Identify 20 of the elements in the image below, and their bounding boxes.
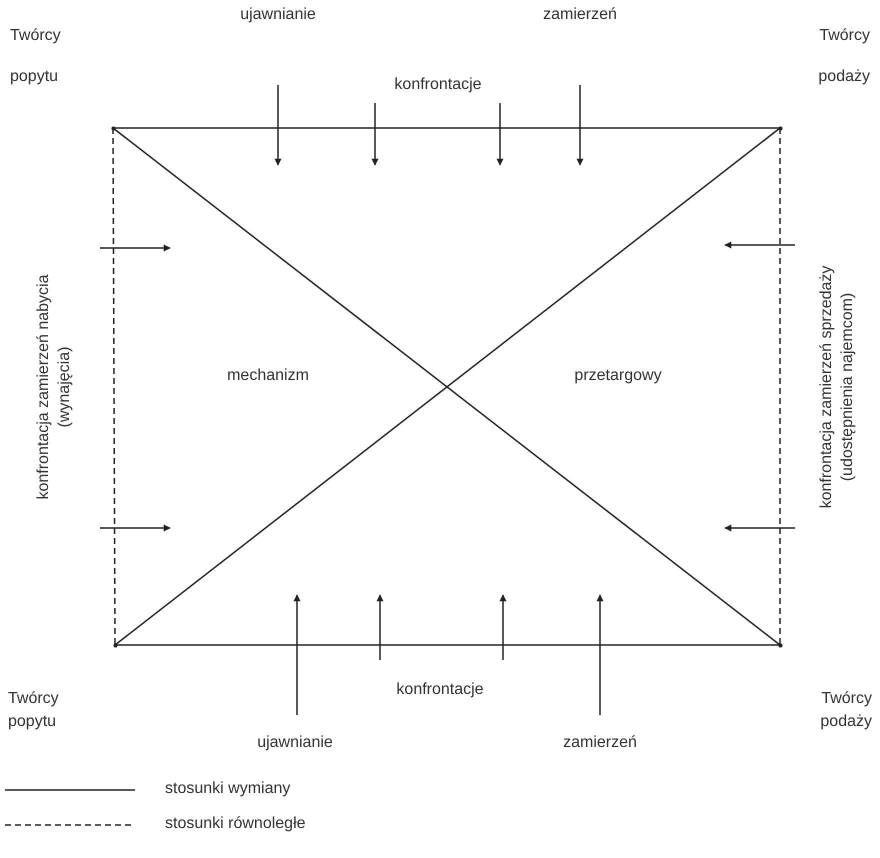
side-label: konfrontacja zamierzeń sprzedaży (udostępnienia najemcom) (817, 264, 857, 510)
process-label: konfrontacje (394, 75, 482, 95)
process-label: zamierzeń (563, 733, 637, 753)
process-label: ujawnianie (257, 733, 333, 753)
center-label: przetargowy (574, 366, 662, 386)
actor-label: Twórcy popytu (8, 688, 60, 732)
side-label: konfrontacja zamierzeń nabycia (wynajęcia) (34, 274, 74, 502)
process-label: ujawnianie (240, 5, 316, 25)
connector-line (115, 644, 780, 646)
legend-label: stosunki równoległe (165, 814, 306, 834)
dashed-line (779, 128, 781, 645)
actor-label: Twórcy podaży (817, 26, 870, 88)
legend-label: stosunki wymiany (165, 779, 290, 799)
connector-line (113, 127, 780, 129)
center-label: mechanizm (227, 366, 309, 386)
process-label: zamierzeń (543, 5, 617, 25)
actor-label: Twórcy podaży (819, 688, 872, 732)
process-label: konfrontacje (396, 680, 484, 700)
actor-label: Twórcy popytu (10, 26, 62, 88)
dashed-line (112, 128, 116, 645)
